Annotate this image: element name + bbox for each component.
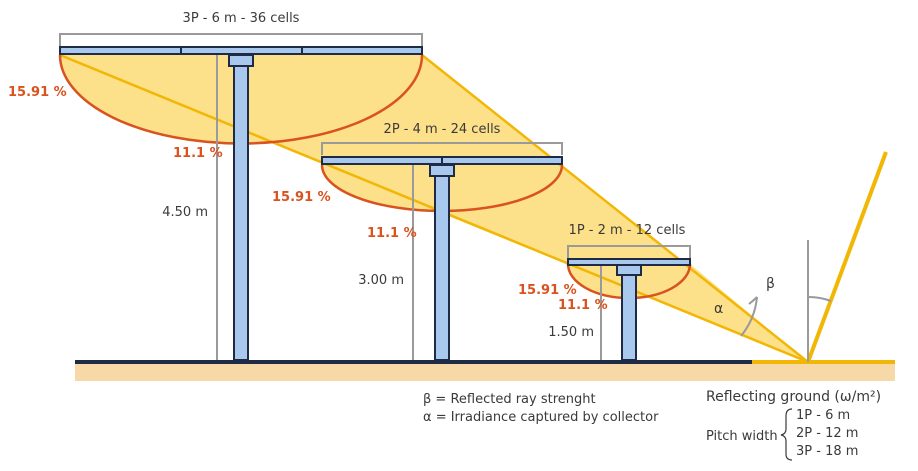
mount-1p [616, 264, 642, 276]
panel-3p [59, 46, 423, 55]
height-label-3p: 4.50 m [162, 205, 208, 220]
pitch-label: Pitch width [706, 429, 778, 444]
pct-inner-3p: 11.1 % [173, 146, 223, 161]
width-bracket-2p [321, 142, 563, 155]
beta-arc [807, 295, 832, 302]
beta-label: β [766, 276, 775, 292]
mount-3p [228, 54, 254, 67]
ground-sand [75, 363, 895, 381]
height-label-2p: 3.00 m [358, 273, 404, 288]
pct-outer-3p: 15.91 % [8, 85, 67, 100]
reflected-ray [806, 151, 888, 363]
mount-2p [429, 164, 455, 177]
panel-2p-title: 2P - 4 m - 24 cells [384, 122, 501, 137]
ground-line [75, 360, 755, 364]
width-bracket-3p [59, 33, 423, 46]
pct-inner-2p: 11.1 % [367, 226, 417, 241]
ray-line-upper [421, 54, 809, 363]
height-label-1p: 1.50 m [548, 325, 594, 340]
legend-beta: β = Reflected ray strenght [423, 392, 596, 407]
pole-3p [233, 65, 249, 361]
reflecting-ground-strip [752, 360, 895, 364]
pole-2p [434, 175, 450, 361]
legend-alpha: α = Irradiance captured by collector [423, 410, 659, 425]
width-bracket-1p [567, 245, 691, 258]
pct-inner-1p: 11.1 % [558, 298, 608, 313]
pitch-value-3p: 3P - 18 m [796, 444, 858, 459]
pct-outer-1p: 15.91 % [518, 283, 577, 298]
panel-1p-title: 1P - 2 m - 12 cells [569, 223, 686, 238]
pole-1p [621, 274, 637, 361]
panel-3p-title: 3P - 6 m - 36 cells [183, 11, 300, 26]
pct-outer-2p: 15.91 % [272, 190, 331, 205]
pitch-brace [780, 408, 793, 461]
ground-title: Reflecting ground (ω/m²) [706, 389, 881, 405]
pitch-value-1p: 1P - 6 m [796, 408, 850, 423]
alpha-arc [740, 296, 758, 337]
alpha-label: α [714, 301, 723, 317]
pitch-value-2p: 2P - 12 m [796, 426, 858, 441]
